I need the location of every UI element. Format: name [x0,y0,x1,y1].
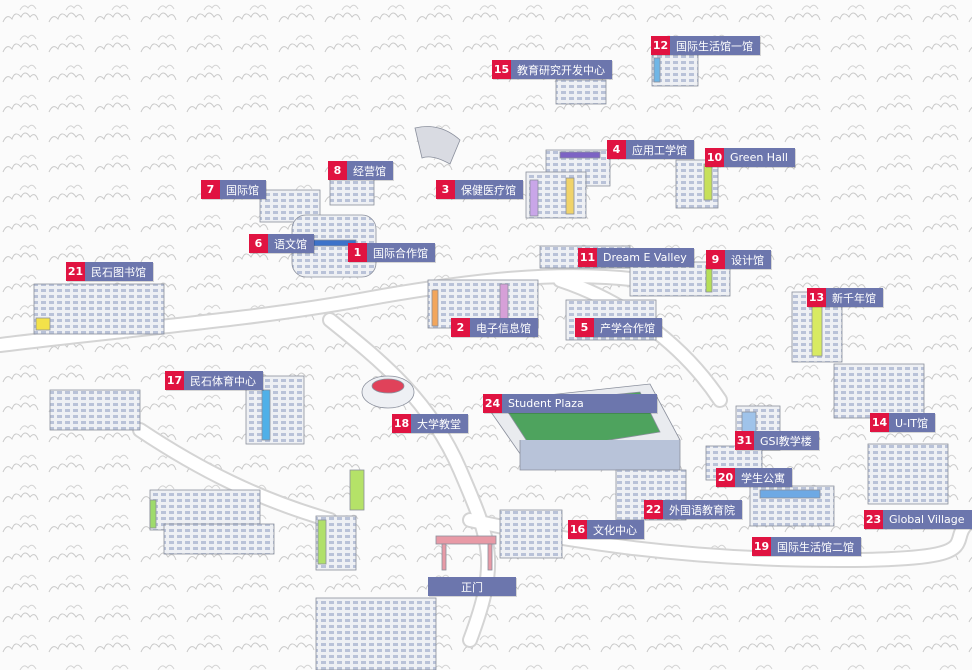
label-22[interactable]: 22 外国语教育院 [644,500,742,519]
label-14[interactable]: 14 U-IT馆 [870,413,935,432]
label-14-number: 14 [870,413,889,432]
label-13-number: 13 [807,288,826,307]
label-9-number: 9 [706,250,725,269]
label-18-text: 大学教堂 [417,417,461,431]
label-2-number: 2 [451,318,470,337]
label-3[interactable]: 3 保健医疗馆 [436,180,523,199]
label-24-number: 24 [483,394,502,413]
label-19[interactable]: 19 国际生活馆二馆 [752,537,861,556]
label-19-text: 国际生活馆二馆 [777,540,854,554]
label-23-text: Global Village [889,513,965,526]
label-12-number: 12 [651,36,670,55]
label-1-text: 国际合作馆 [373,246,428,260]
label-23[interactable]: 23 Global Village [864,510,972,529]
label-6-number: 6 [249,234,268,253]
label-8-number: 8 [328,161,347,180]
label-19-number: 19 [752,537,771,556]
building-10 [675,159,719,209]
label-15[interactable]: 15 教育研究开发中心 [492,60,612,79]
label-4-text: 应用工学馆 [632,143,687,157]
label-7-number: 7 [201,180,220,199]
label-10[interactable]: 10 Green Hall [705,148,795,167]
amphitheatre [414,126,461,165]
label-main-gate[interactable]: 正门 [428,577,516,596]
label-16-number: 16 [568,520,587,539]
label-17-text: 民石体育中心 [190,374,256,388]
label-4[interactable]: 4 应用工学馆 [607,140,694,159]
building-23 [867,443,949,505]
label-21-number: 21 [66,262,85,281]
building-16 [499,509,563,559]
label-17[interactable]: 17 民石体育中心 [165,371,263,390]
label-17-number: 17 [165,371,184,390]
label-15-number: 15 [492,60,511,79]
label-7-text: 国际馆 [226,183,259,197]
label-18[interactable]: 18 大学教堂 [392,414,468,433]
label-31-text: GSI教学楼 [760,434,812,448]
label-2-text: 电子信息馆 [476,321,531,335]
building-small-sw [315,515,357,571]
label-24[interactable]: 24 Student Plaza [483,394,657,413]
label-13[interactable]: 13 新千年馆 [807,288,883,307]
label-3-number: 3 [436,180,455,199]
label-31-number: 31 [735,431,754,450]
building-14 [833,363,925,419]
building-8 [329,174,375,206]
building-dorms-sw [149,489,275,555]
label-6[interactable]: 6 语文馆 [249,234,314,253]
label-11-number: 11 [578,248,597,267]
label-22-text: 外国语教育院 [669,503,735,517]
building-dorm-left [49,389,141,431]
building-south [315,597,437,670]
label-5-number: 5 [575,318,594,337]
label-18-number: 18 [392,414,411,433]
label-12-text: 国际生活馆一馆 [676,39,753,53]
building-3 [525,171,587,219]
label-5-text: 产学合作馆 [600,321,655,335]
building-21 [33,283,165,335]
label-10-number: 10 [705,148,724,167]
label-8-text: 经营馆 [353,164,386,178]
building-15 [555,79,607,105]
label-4-number: 4 [607,140,626,159]
main-gate-text: 正门 [461,580,483,594]
label-14-text: U-IT馆 [895,416,928,430]
label-2[interactable]: 2 电子信息馆 [451,318,538,337]
label-20-text: 学生公寓 [741,471,785,485]
label-1[interactable]: 1 国际合作馆 [348,243,435,262]
label-9-text: 设计馆 [731,253,764,267]
label-21-text: 民石图书馆 [91,265,146,279]
label-16[interactable]: 16 文化中心 [568,520,644,539]
label-9[interactable]: 9 设计馆 [706,250,771,269]
label-7[interactable]: 7 国际馆 [201,180,266,199]
label-5[interactable]: 5 产学合作馆 [575,318,662,337]
label-10-text: Green Hall [730,151,788,164]
label-22-number: 22 [644,500,663,519]
label-23-number: 23 [864,510,883,529]
label-11-text: Dream E Valley [603,251,687,264]
label-12[interactable]: 12 国际生活馆一馆 [651,36,760,55]
label-1-number: 1 [348,243,367,262]
label-24-text: Student Plaza [508,397,584,410]
label-16-text: 文化中心 [593,523,637,537]
label-13-text: 新千年馆 [832,291,876,305]
building-19 [749,485,835,527]
label-6-text: 语文馆 [274,237,307,251]
label-3-text: 保健医疗馆 [461,183,516,197]
label-8[interactable]: 8 经营馆 [328,161,393,180]
label-21[interactable]: 21 民石图书馆 [66,262,153,281]
building-12 [651,51,699,87]
building-green-tall [349,469,365,511]
main-gate-structure [435,535,497,571]
label-20[interactable]: 20 学生公寓 [716,468,792,487]
label-20-number: 20 [716,468,735,487]
label-15-text: 教育研究开发中心 [517,63,605,77]
label-31[interactable]: 31 GSI教学楼 [735,431,819,450]
building-18 [361,375,415,409]
label-11[interactable]: 11 Dream E Valley [578,248,694,267]
